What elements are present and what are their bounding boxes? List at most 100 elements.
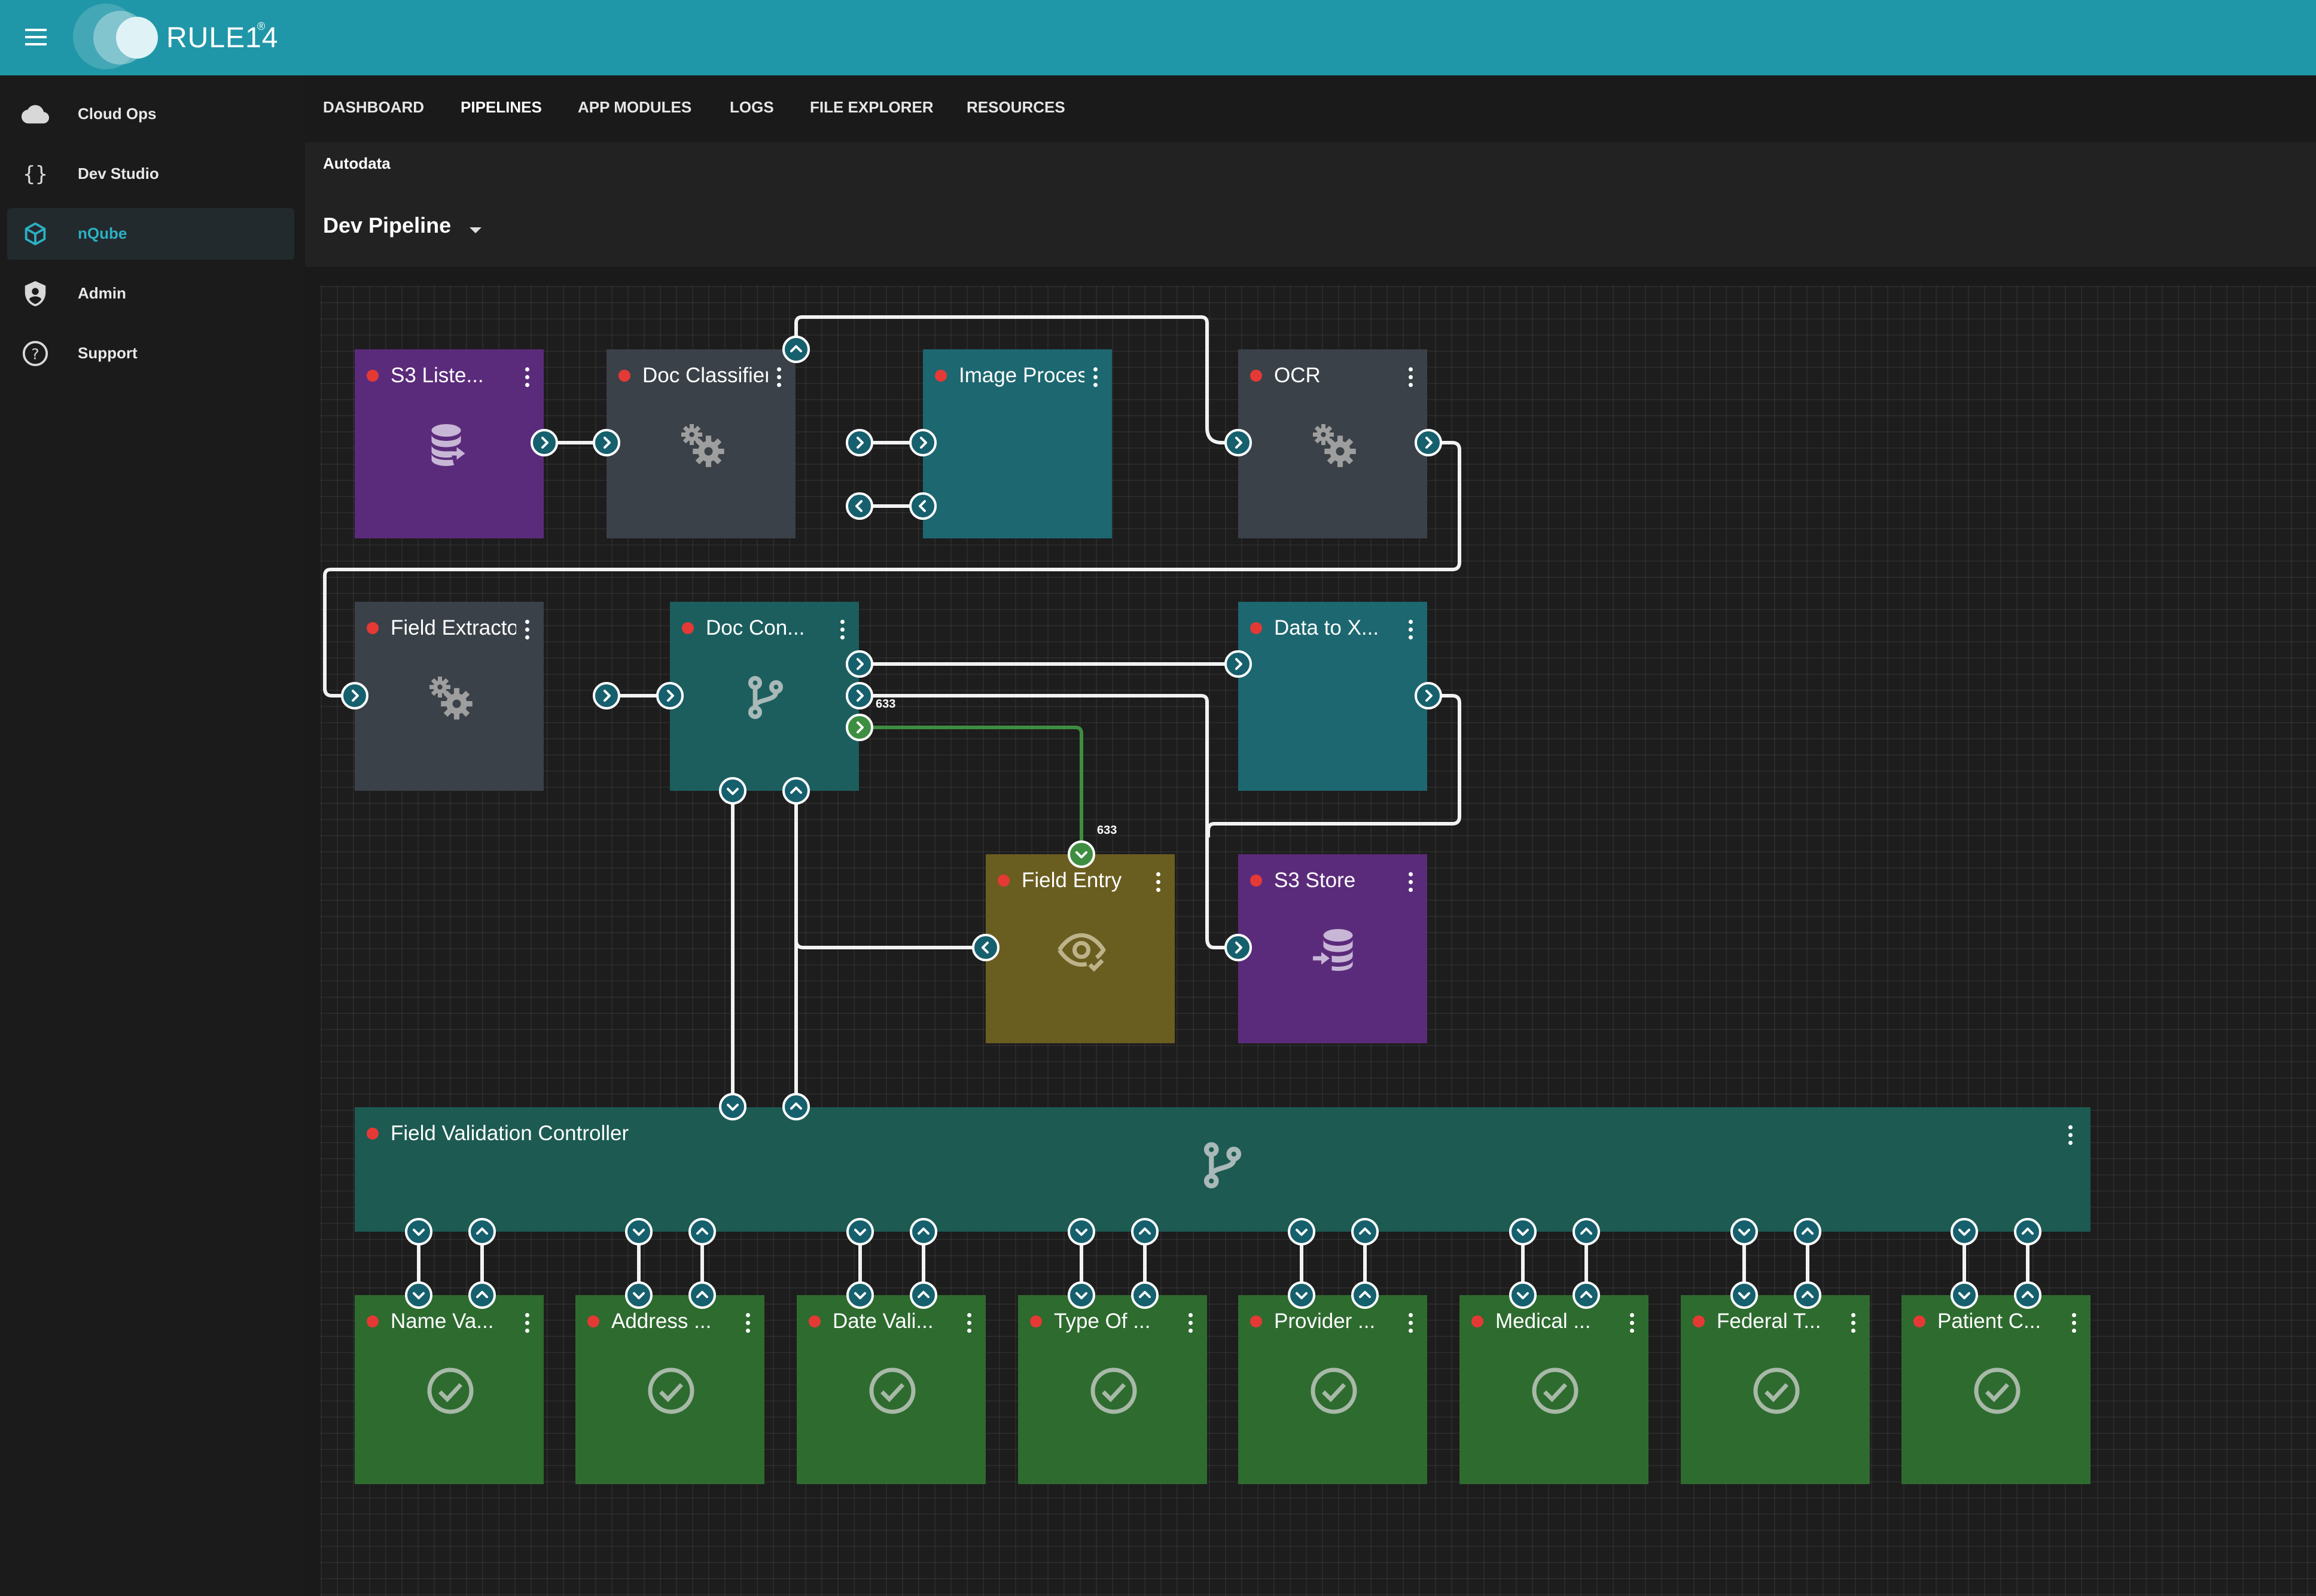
more-vert-icon[interactable] bbox=[2065, 1124, 2075, 1146]
sidebar-item-admin[interactable]: Admin bbox=[7, 268, 294, 319]
more-vert-icon[interactable] bbox=[964, 1312, 974, 1333]
chevron-right-port-icon[interactable] bbox=[1414, 428, 1443, 457]
chevron-up-port-icon[interactable] bbox=[1793, 1217, 1822, 1246]
chevron-right-port-icon[interactable] bbox=[530, 428, 559, 457]
chevron-up-port-icon[interactable] bbox=[468, 1217, 496, 1246]
chevron-down-port-icon[interactable] bbox=[718, 776, 747, 805]
more-vert-icon[interactable] bbox=[1090, 366, 1100, 388]
chevron-right-port-icon[interactable] bbox=[1224, 933, 1253, 962]
chevron-up-port-icon[interactable] bbox=[1572, 1217, 1601, 1246]
chevron-up-port-icon[interactable] bbox=[909, 1217, 938, 1246]
more-vert-icon[interactable] bbox=[1406, 366, 1415, 388]
chevron-right-port-icon[interactable] bbox=[656, 681, 684, 710]
hamburger-menu-icon[interactable] bbox=[22, 23, 50, 51]
chevron-down-port-icon[interactable] bbox=[1287, 1281, 1316, 1309]
chevron-down-port-icon[interactable] bbox=[1067, 1281, 1096, 1309]
chevron-up-port-icon[interactable] bbox=[1130, 1281, 1159, 1309]
chevron-down-port-icon[interactable] bbox=[1950, 1281, 1979, 1309]
chevron-right-port-active-icon[interactable] bbox=[845, 713, 874, 742]
node-doc-classifier[interactable]: Doc Classifier bbox=[607, 349, 796, 538]
node-doc-controller[interactable]: Doc Con... bbox=[670, 602, 859, 791]
chevron-down-port-icon[interactable] bbox=[1730, 1217, 1759, 1246]
chevron-right-port-icon[interactable] bbox=[845, 650, 874, 678]
chevron-down-port-icon[interactable] bbox=[404, 1217, 433, 1246]
chevron-down-port-icon[interactable] bbox=[1287, 1217, 1316, 1246]
node-validator-address[interactable]: Address ... bbox=[575, 1295, 764, 1484]
more-vert-icon[interactable] bbox=[1406, 1312, 1415, 1333]
tab-app-modules[interactable]: APP MODULES bbox=[578, 98, 692, 116]
node-ocr[interactable]: OCR bbox=[1238, 349, 1427, 538]
node-validator-date[interactable]: Date Vali... bbox=[797, 1295, 986, 1484]
chevron-right-port-icon[interactable] bbox=[1224, 650, 1253, 678]
more-vert-icon[interactable] bbox=[1406, 871, 1415, 893]
chevron-up-port-icon[interactable] bbox=[2013, 1281, 2042, 1309]
node-validator-medical[interactable]: Medical ... bbox=[1459, 1295, 1648, 1484]
chevron-down-port-icon[interactable] bbox=[718, 1092, 747, 1121]
chevron-up-port-icon[interactable] bbox=[468, 1281, 496, 1309]
node-data-to-x[interactable]: Data to X... bbox=[1238, 602, 1427, 791]
more-vert-icon[interactable] bbox=[522, 619, 532, 640]
sidebar-item-dev-studio[interactable]: {} Dev Studio bbox=[7, 148, 294, 200]
chevron-down-port-icon[interactable] bbox=[1950, 1217, 1979, 1246]
chevron-up-port-icon[interactable] bbox=[688, 1281, 717, 1309]
chevron-right-port-icon[interactable] bbox=[1414, 681, 1443, 710]
chevron-down-port-icon[interactable] bbox=[846, 1217, 874, 1246]
node-image-processor[interactable]: Image Processor bbox=[923, 349, 1112, 538]
chevron-up-port-icon[interactable] bbox=[1793, 1281, 1822, 1309]
chevron-down-port-icon[interactable] bbox=[1509, 1281, 1537, 1309]
more-vert-icon[interactable] bbox=[743, 1312, 752, 1333]
breadcrumb[interactable]: Autodata bbox=[323, 154, 391, 172]
chevron-up-port-icon[interactable] bbox=[2013, 1217, 2042, 1246]
tab-logs[interactable]: LOGS bbox=[730, 98, 774, 116]
sidebar-item-support[interactable]: ? Support bbox=[7, 328, 294, 379]
chevron-down-port-icon[interactable] bbox=[404, 1281, 433, 1309]
chevron-up-port-icon[interactable] bbox=[1351, 1281, 1379, 1309]
tab-file-explorer[interactable]: FILE EXPLORER bbox=[810, 98, 934, 116]
sidebar-item-cloud-ops[interactable]: Cloud Ops bbox=[7, 89, 294, 140]
chevron-up-port-icon[interactable] bbox=[1351, 1217, 1379, 1246]
node-field-extractor[interactable]: Field Extractor bbox=[355, 602, 544, 791]
more-vert-icon[interactable] bbox=[1186, 1312, 1195, 1333]
more-vert-icon[interactable] bbox=[522, 1312, 532, 1333]
node-s3-listener[interactable]: S3 Liste... bbox=[355, 349, 544, 538]
more-vert-icon[interactable] bbox=[774, 366, 784, 388]
chevron-down-port-icon[interactable] bbox=[846, 1281, 874, 1309]
chevron-down-port-icon[interactable] bbox=[1509, 1217, 1537, 1246]
more-vert-icon[interactable] bbox=[1153, 871, 1163, 893]
more-vert-icon[interactable] bbox=[522, 366, 532, 388]
chevron-up-port-icon[interactable] bbox=[688, 1217, 717, 1246]
node-validator-provider[interactable]: Provider ... bbox=[1238, 1295, 1427, 1484]
chevron-right-port-icon[interactable] bbox=[845, 681, 874, 710]
chevron-up-port-icon[interactable] bbox=[909, 1281, 938, 1309]
chevron-up-port-icon[interactable] bbox=[782, 776, 810, 805]
node-field-entry[interactable]: Field Entry bbox=[986, 854, 1175, 1043]
node-validator-patient[interactable]: Patient C... bbox=[1901, 1295, 2091, 1484]
rule14-logo[interactable]: RULE14 ® bbox=[73, 4, 288, 69]
node-validator-federal[interactable]: Federal T... bbox=[1681, 1295, 1870, 1484]
pipeline-select[interactable]: Dev Pipeline bbox=[323, 213, 482, 249]
chevron-right-port-icon[interactable] bbox=[340, 681, 369, 710]
chevron-up-port-icon[interactable] bbox=[782, 1092, 810, 1121]
more-vert-icon[interactable] bbox=[1627, 1312, 1637, 1333]
chevron-right-port-icon[interactable] bbox=[845, 428, 874, 457]
node-validator-type-of[interactable]: Type Of ... bbox=[1018, 1295, 1207, 1484]
chevron-down-port-icon[interactable] bbox=[1067, 1217, 1096, 1246]
chevron-down-port-icon[interactable] bbox=[624, 1217, 653, 1246]
chevron-left-port-icon[interactable] bbox=[909, 492, 937, 520]
node-validator-name[interactable]: Name Va... bbox=[355, 1295, 544, 1484]
node-field-validation-controller[interactable]: Field Validation Controller bbox=[355, 1107, 2091, 1232]
sidebar-item-nqube[interactable]: nQube bbox=[7, 208, 294, 260]
chevron-right-port-icon[interactable] bbox=[1224, 428, 1253, 457]
chevron-right-port-icon[interactable] bbox=[592, 428, 621, 457]
chevron-down-port-active-icon[interactable] bbox=[1067, 840, 1096, 869]
more-vert-icon[interactable] bbox=[1406, 619, 1415, 640]
tab-resources[interactable]: RESOURCES bbox=[967, 98, 1065, 116]
chevron-up-port-icon[interactable] bbox=[782, 335, 810, 364]
chevron-left-port-icon[interactable] bbox=[845, 492, 874, 520]
node-s3-store[interactable]: S3 Store bbox=[1238, 854, 1427, 1043]
chevron-right-port-icon[interactable] bbox=[909, 428, 937, 457]
more-vert-icon[interactable] bbox=[2069, 1312, 2079, 1333]
chevron-up-port-icon[interactable] bbox=[1130, 1217, 1159, 1246]
chevron-right-port-icon[interactable] bbox=[592, 681, 621, 710]
more-vert-icon[interactable] bbox=[1848, 1312, 1858, 1333]
